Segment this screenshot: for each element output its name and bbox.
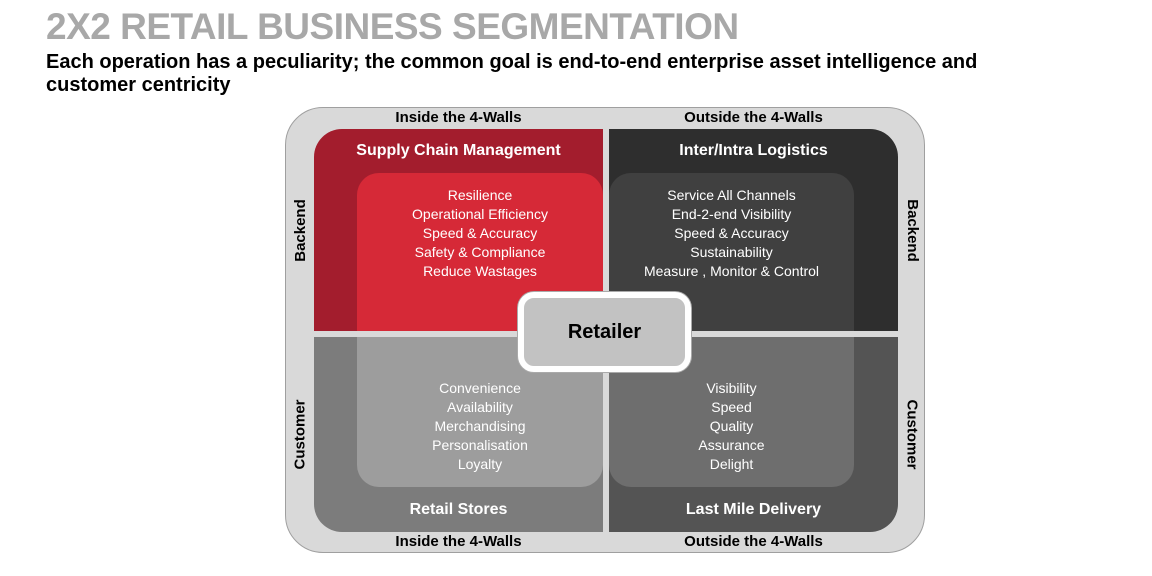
quadrant-logistics-title: Inter/Intra Logistics bbox=[679, 142, 828, 159]
axis-label-right-customer: Customer bbox=[898, 337, 926, 532]
quadrant-item: Merchandising bbox=[434, 418, 526, 434]
quadrant-retail-stores-title: Retail Stores bbox=[409, 500, 508, 518]
slide-subtitle-line1: Each operation has a peculiarity; the co… bbox=[46, 51, 978, 73]
quadrant-item: Speed bbox=[711, 399, 752, 415]
quadrant-item: Personalisation bbox=[432, 437, 528, 453]
quadrant-item: Resilience bbox=[447, 187, 513, 203]
quadrant-item: Visibility bbox=[706, 380, 757, 396]
quadrant-item: Delight bbox=[709, 456, 754, 472]
slide-title: 2X2 RETAIL BUSINESS SEGMENTATION bbox=[46, 6, 739, 47]
retailer-label: Retailer bbox=[567, 320, 642, 343]
quadrant-item: Measure , Monitor & Control bbox=[643, 263, 820, 279]
quadrant-item: Speed & Accuracy bbox=[674, 225, 789, 241]
matrix-frame: Inside the 4-Walls Outside the 4-Walls I… bbox=[285, 107, 925, 553]
quadrant-item: Quality bbox=[709, 418, 754, 434]
quadrant-item: Reduce Wastages bbox=[423, 263, 537, 279]
quadrant-item: End-2-end Visibility bbox=[671, 206, 792, 222]
quadrant-item: Assurance bbox=[698, 437, 765, 453]
axis-label-left-backend-text: Backend bbox=[291, 198, 309, 262]
quadrant-last-mile-title: Last Mile Delivery bbox=[685, 500, 822, 518]
quadrant-retail-stores: Convenience Availability Merchandising P… bbox=[314, 337, 603, 532]
quadrant-item: Service All Channels bbox=[667, 187, 796, 203]
axis-label-left-customer-text: Customer bbox=[291, 399, 309, 470]
axis-label-top-right: Outside the 4-Walls bbox=[684, 109, 823, 126]
axis-label-left-customer: Customer bbox=[286, 337, 314, 532]
axis-label-bottom-left: Inside the 4-Walls bbox=[395, 533, 522, 550]
axis-label-left-backend: Backend bbox=[286, 129, 314, 331]
slide-subtitle-line2: customer centricity bbox=[46, 74, 231, 96]
quadrant-item: Speed & Accuracy bbox=[422, 225, 538, 241]
axis-label-right-customer-text: Customer bbox=[903, 399, 921, 470]
axis-label-right-backend: Backend bbox=[898, 129, 926, 331]
axis-label-bottom-right: Outside the 4-Walls bbox=[684, 533, 823, 550]
axis-label-top-left: Inside the 4-Walls bbox=[395, 109, 522, 126]
quadrant-supply-chain-list: Resilience Operational Efficiency Speed … bbox=[357, 173, 603, 331]
quadrant-item: Loyalty bbox=[457, 456, 503, 472]
axis-label-right-backend-text: Backend bbox=[903, 198, 921, 262]
quadrant-supply-chain: Supply Chain Management Resilience Opera… bbox=[314, 129, 603, 331]
quadrant-item: Operational Efficiency bbox=[412, 206, 548, 222]
slide-subtitle: Each operation has a peculiarity; the co… bbox=[46, 51, 977, 97]
quadrant-item: Sustainability bbox=[690, 244, 773, 260]
quadrant-item: Convenience bbox=[439, 380, 521, 396]
quadrant-supply-chain-title: Supply Chain Management bbox=[356, 142, 561, 159]
retailer-center-box: Retailer bbox=[518, 292, 691, 372]
quadrant-item: Availability bbox=[447, 399, 513, 415]
quadrant-item: Safety & Compliance bbox=[414, 244, 546, 260]
